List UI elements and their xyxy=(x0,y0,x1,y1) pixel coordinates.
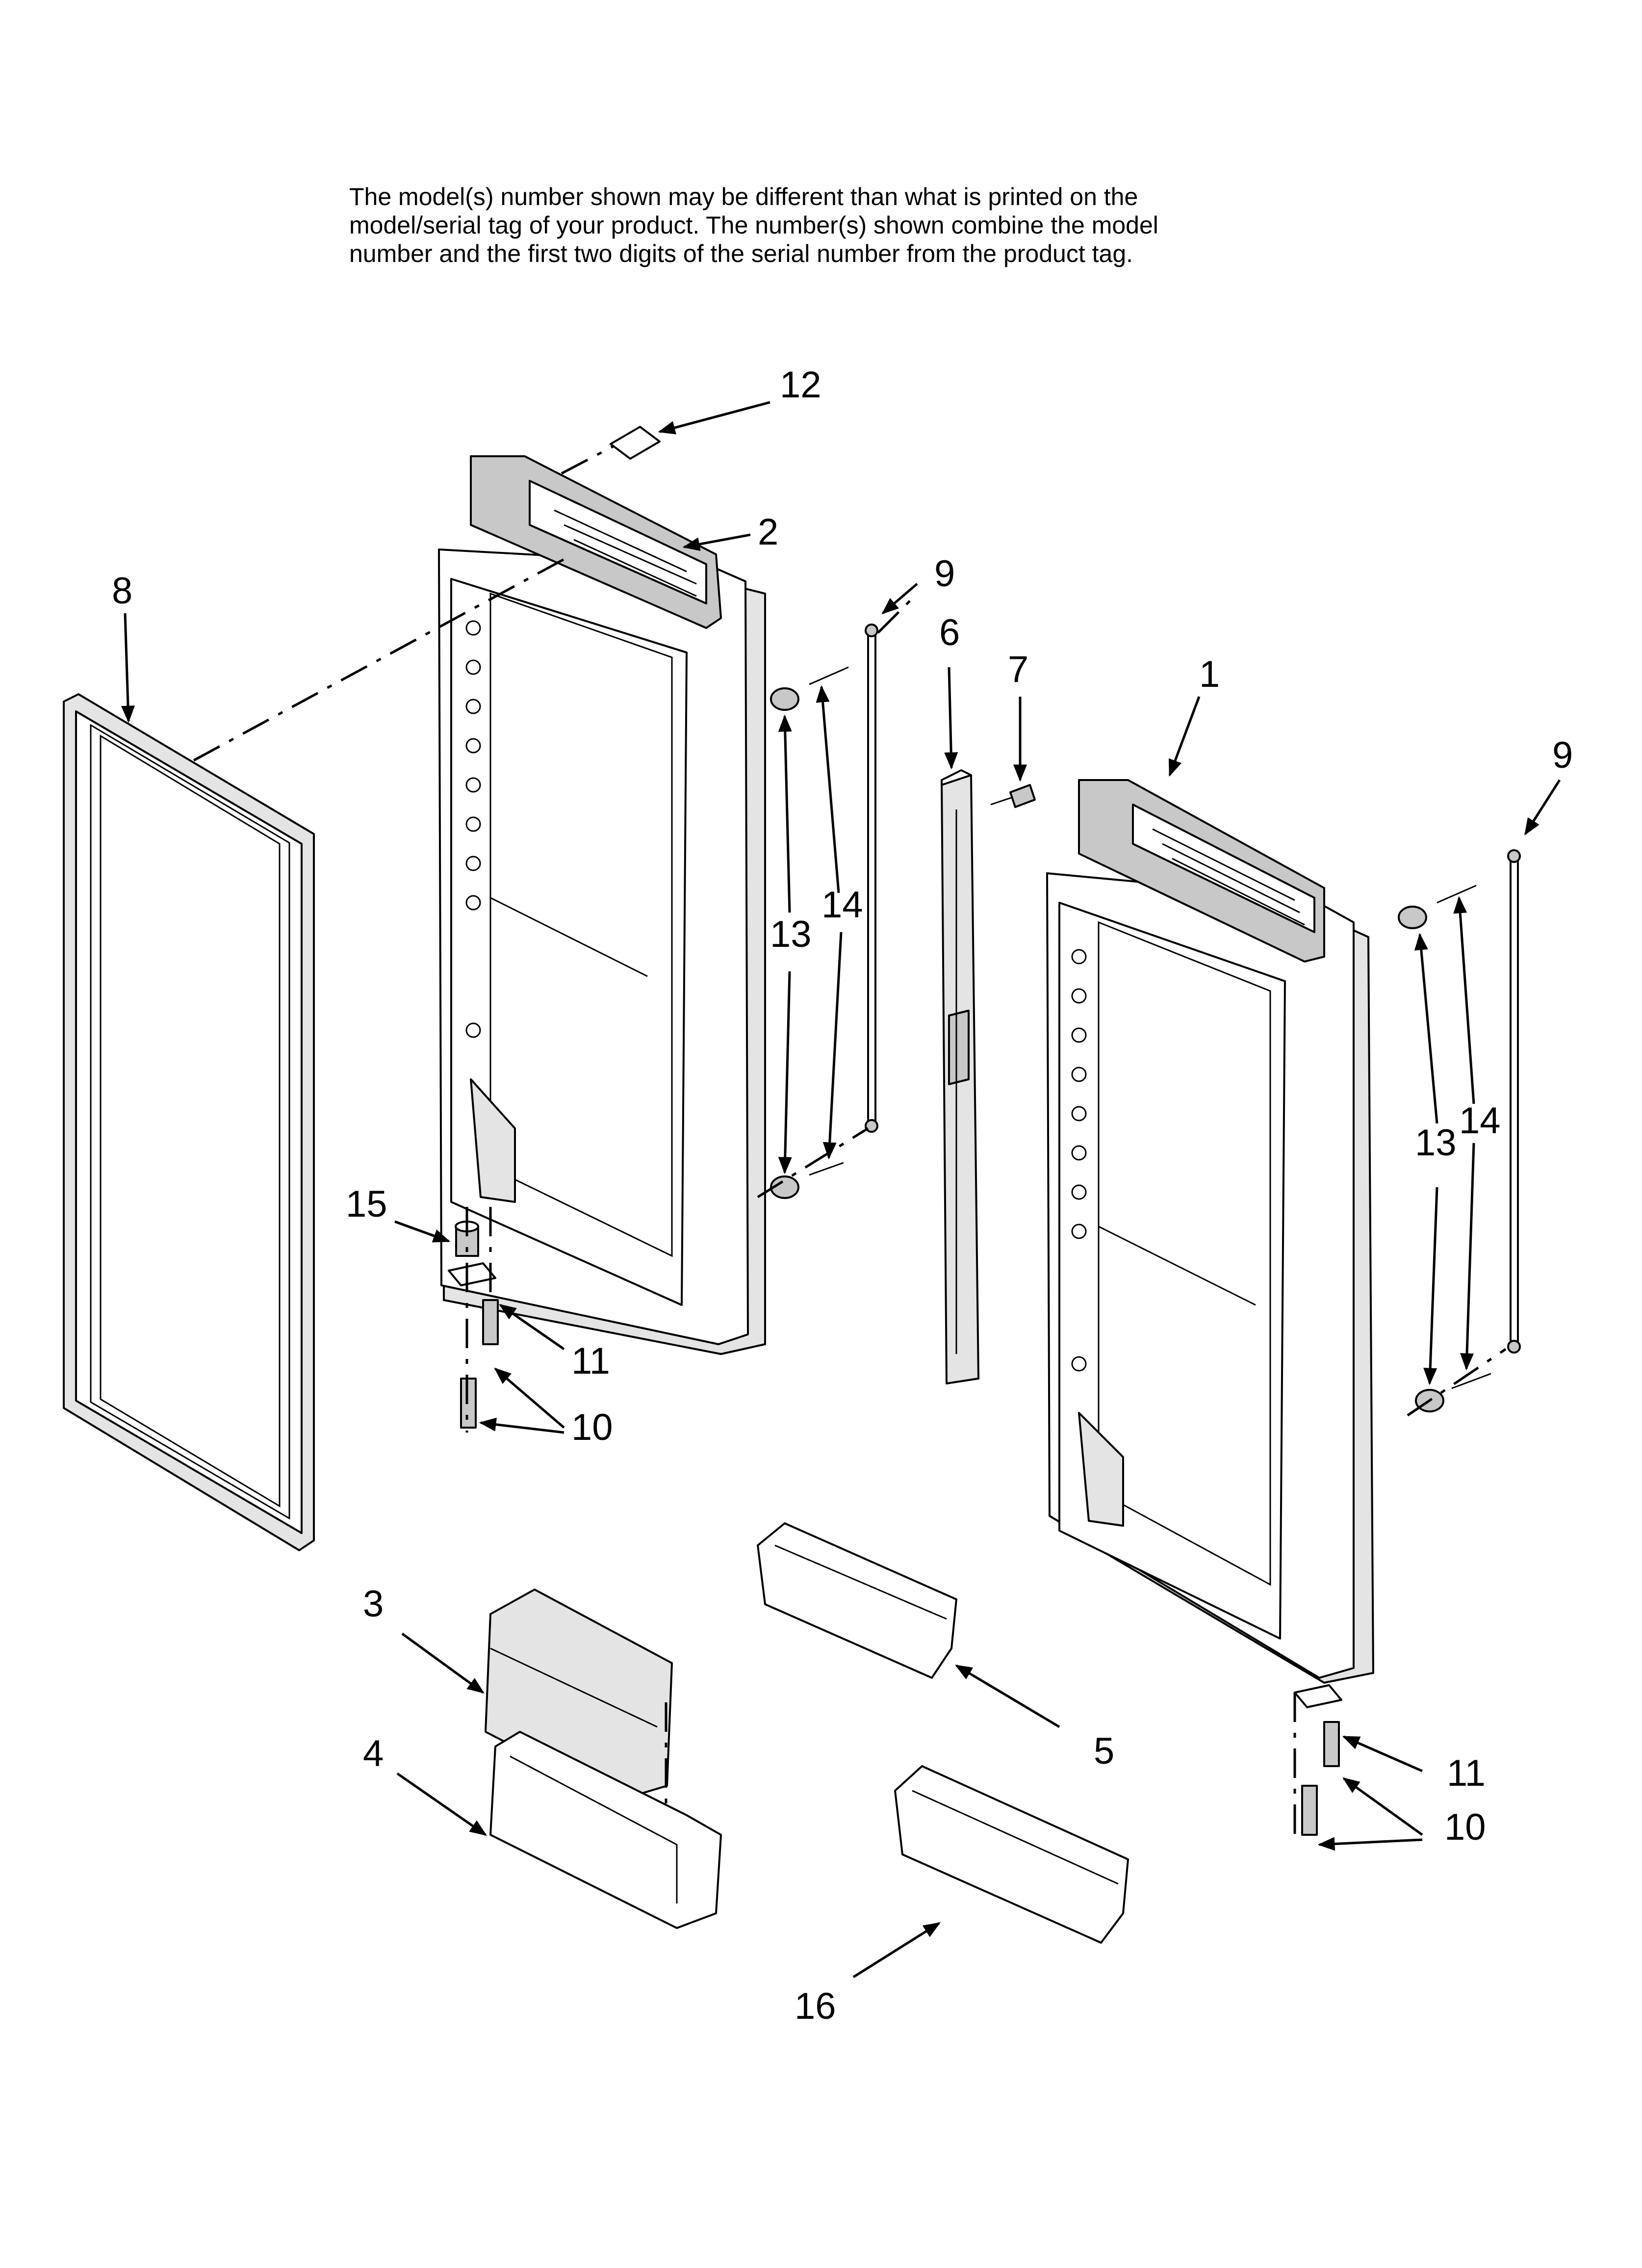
left-refrigerator-door xyxy=(438,455,766,1355)
right-refrigerator-door xyxy=(1046,779,1374,1684)
callout-11-right: 11 xyxy=(1447,1752,1486,1794)
callout-14-right: 14 xyxy=(1459,1100,1501,1142)
door-gasket xyxy=(63,693,315,1551)
door-bin-lower xyxy=(894,1765,1129,1944)
callout-numbers: 12 2 8 9 6 7 1 9 13 14 13 14 15 11 10 3 … xyxy=(112,364,1573,2027)
callout-5: 5 xyxy=(1094,1730,1114,1772)
callout-3: 3 xyxy=(363,1583,384,1625)
hinge-cap xyxy=(610,426,661,460)
callout-7: 7 xyxy=(1008,649,1028,690)
lower-hinge-hardware-left xyxy=(448,1262,499,1429)
callout-10-right: 10 xyxy=(1444,1806,1486,1848)
door-bin-upper xyxy=(757,1522,957,1679)
model-number-notice: The model(s) number shown may be differe… xyxy=(349,182,1379,268)
lower-hinge-hardware-right xyxy=(1294,1684,1342,1836)
callout-11-left: 11 xyxy=(571,1340,610,1382)
hinge-rod-right xyxy=(1507,849,1521,1354)
callout-2: 2 xyxy=(758,511,778,553)
callout-6: 6 xyxy=(939,612,960,653)
callout-13-left: 13 xyxy=(770,913,812,955)
callout-8: 8 xyxy=(112,570,132,612)
callout-1: 1 xyxy=(1199,653,1220,695)
callout-16: 16 xyxy=(795,1985,836,2027)
door-flipper xyxy=(941,769,979,1384)
bushing-screw-set-left xyxy=(770,666,849,1199)
dairy-bin xyxy=(489,1731,722,1929)
callout-leaders xyxy=(121,401,1561,1979)
hinge-rod-left xyxy=(865,624,878,1133)
flipper-screw xyxy=(990,784,1036,808)
callout-10-left: 10 xyxy=(571,1407,613,1448)
callout-9-right: 9 xyxy=(1552,734,1573,776)
notice-line-1: The model(s) number shown may be differe… xyxy=(349,183,1138,210)
callout-15: 15 xyxy=(346,1183,387,1225)
callout-9-left: 9 xyxy=(934,553,955,595)
notice-line-2: model/serial tag of your product. The nu… xyxy=(349,211,1158,239)
callout-13-right: 13 xyxy=(1415,1122,1457,1164)
lower-hinge-bushing xyxy=(455,1221,479,1257)
notice-line-3: number and the first two digits of the s… xyxy=(349,240,1133,267)
callout-14-left: 14 xyxy=(821,884,863,926)
callout-4: 4 xyxy=(363,1733,384,1774)
callout-12: 12 xyxy=(780,364,821,406)
